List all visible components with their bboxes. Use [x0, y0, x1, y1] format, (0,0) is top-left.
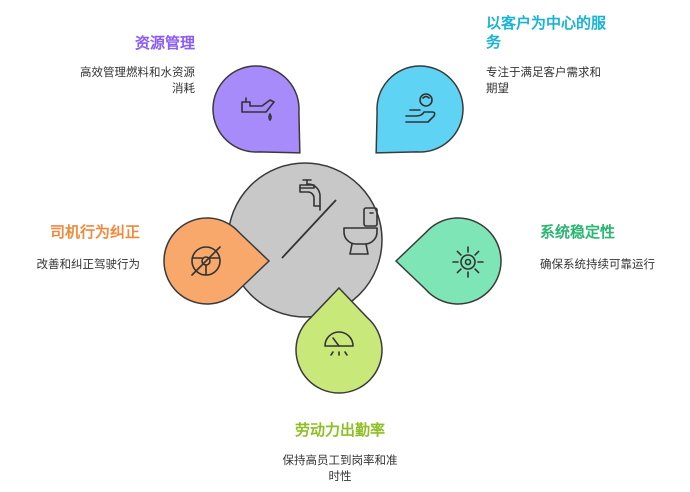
gear-icon: [452, 246, 484, 278]
petal-resource: [212, 65, 301, 154]
clock-icon: [324, 331, 354, 356]
title-customer-line2: 务: [486, 33, 502, 51]
title-customer-line1: 以客户为中心的服: [486, 14, 607, 32]
desc-resource: 高效管理燃料和水资源 消耗: [80, 64, 195, 96]
title-resource: 资源管理: [134, 34, 195, 52]
center-circle: [227, 162, 383, 318]
desc-stability-line1: 确保系统持续可靠运行: [540, 257, 655, 271]
no-steering-wheel-icon: [191, 246, 221, 276]
petal-stability: [394, 217, 502, 305]
desc-customer-line1: 专注于满足客户需求和: [486, 65, 601, 79]
toilet-icon: [343, 207, 378, 255]
oil-can-icon: [241, 97, 275, 121]
desc-resource-line1: 高效管理燃料和水资源: [80, 65, 195, 79]
desc-driver-line1: 改善和纠正驾驶行为: [36, 257, 141, 271]
desc-resource-line2: 消耗: [172, 81, 195, 95]
desc-attendance-line2: 时性: [328, 469, 352, 483]
desc-stability: 确保系统持续可靠运行: [540, 256, 655, 272]
desc-attendance-line1: 保持高员工到岗率和准: [282, 453, 398, 467]
title-attendance: 劳动力出勤率: [294, 421, 385, 439]
faucet-icon: [299, 179, 321, 211]
petal-attendance: [295, 286, 383, 394]
desc-driver: 改善和纠正驾驶行为: [37, 256, 141, 272]
title-customer: 以客户为中心的服 务: [486, 14, 606, 52]
desc-customer: 专注于满足客户需求和 期望: [486, 64, 601, 96]
title-driver: 司机行为纠正: [49, 223, 140, 241]
petal-driver: [163, 217, 271, 305]
divider-slash: [281, 199, 337, 259]
title-stability: 系统稳定性: [540, 223, 616, 241]
desc-attendance: 保持高员工到岗率和准 时性: [230, 452, 450, 484]
desc-customer-line2: 期望: [486, 81, 509, 95]
hand-service-icon: [405, 93, 436, 123]
